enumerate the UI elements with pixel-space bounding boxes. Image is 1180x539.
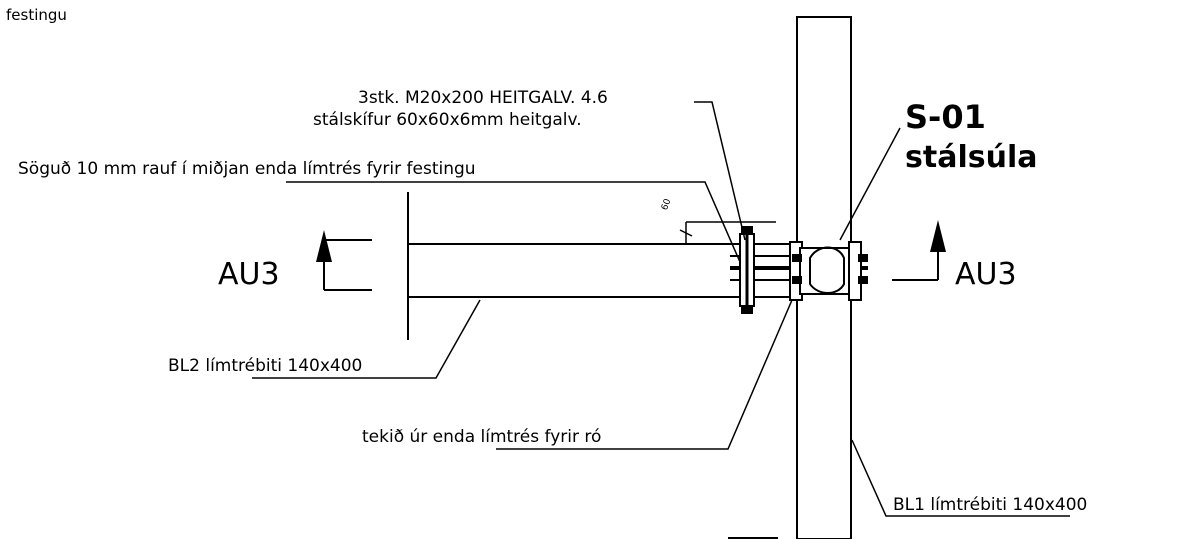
column-tag-name: stálsúla <box>905 140 1037 175</box>
section-mark-right <box>892 220 946 281</box>
slot-note-leader <box>286 181 741 263</box>
dimension-label: 60 <box>660 197 673 211</box>
section-label-right: AU3 <box>955 257 1017 292</box>
nut-note: tekið úr enda límtrés fyrir ró <box>362 427 601 447</box>
beam-label-leader <box>252 299 481 379</box>
glulam-beam-bl2 <box>407 192 798 340</box>
bolt-note-line1: 3stk. M20x200 HEITGALV. 4.6 <box>358 88 608 108</box>
beam-label: BL2 límtrébiti 140x400 <box>168 356 362 376</box>
bolt-note-leader <box>694 101 746 241</box>
column-tag-id: S-01 <box>905 98 986 136</box>
nut-note-leader <box>496 299 793 450</box>
bolt-assembly <box>730 226 868 314</box>
column-tag-leader <box>839 127 901 241</box>
corner-label: festingu <box>6 6 67 24</box>
slot-note: Söguð 10 mm rauf í miðjan enda límtrés f… <box>18 159 476 179</box>
bolt-note-line2: stálskífur 60x60x6mm heitgalv. <box>313 110 582 130</box>
post-label-leader <box>851 439 1070 517</box>
section-label-left: AU3 <box>218 257 280 292</box>
post-label: BL1 límtrébiti 140x400 <box>893 495 1087 515</box>
dimension-60: 60 <box>660 197 776 244</box>
section-mark-left <box>316 230 372 291</box>
